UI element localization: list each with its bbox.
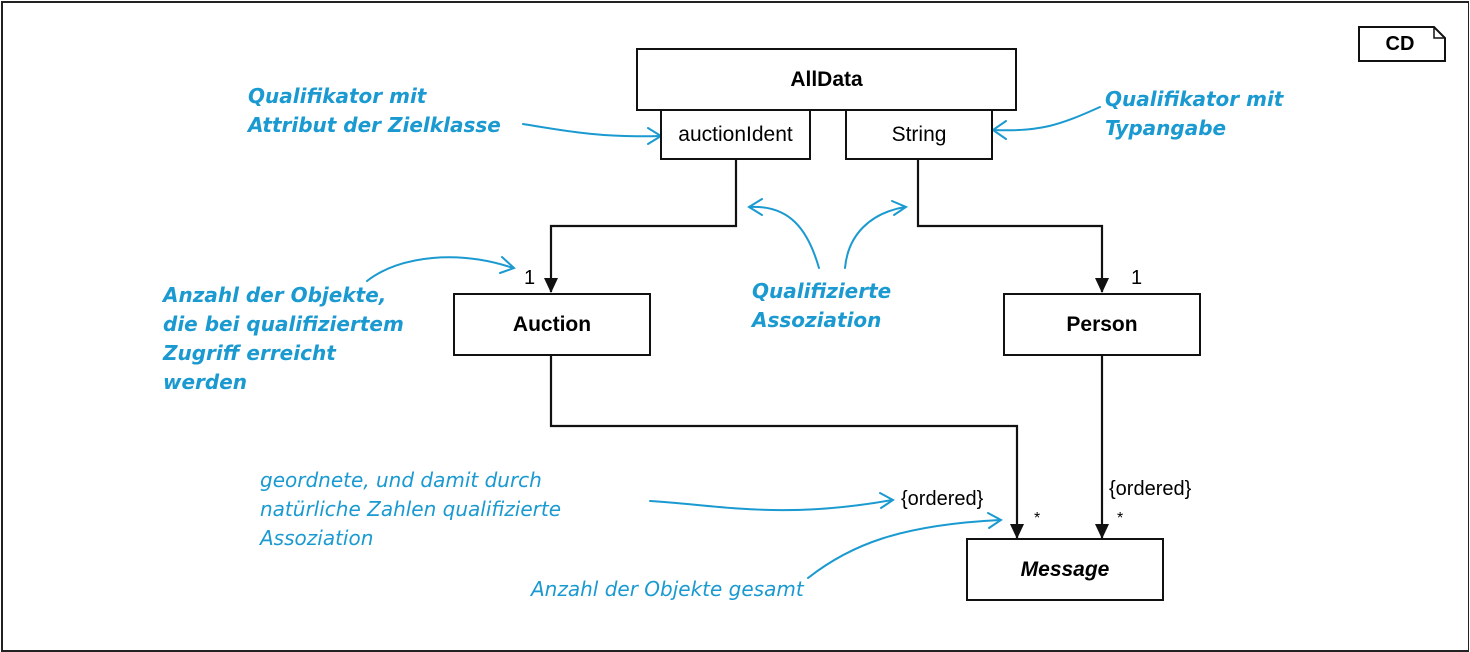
qualifier-label: String xyxy=(891,122,947,146)
association-string-person xyxy=(916,160,1104,292)
class-person: Person xyxy=(1003,293,1201,356)
class-name: Person xyxy=(1066,312,1138,336)
qualifier-auctionident: auctionIdent xyxy=(660,109,811,160)
pointer-qualified-right-head xyxy=(891,200,909,216)
annotation-qualifier-attribute: Qualifikator mit Attribut der Zielklasse xyxy=(248,84,501,137)
pointer-total-count xyxy=(807,519,1001,579)
multiplicity-message-person: * xyxy=(1117,510,1124,527)
arrowhead-person xyxy=(1095,278,1109,293)
association-auction-message xyxy=(549,356,1019,538)
pointer-qualified-left-head xyxy=(747,198,763,216)
qualifier-label: auctionIdent xyxy=(678,122,793,146)
class-message: Message xyxy=(966,538,1164,601)
pointer-qualifier-type-head xyxy=(991,120,1007,140)
diagram-type-label: CD xyxy=(1385,32,1415,55)
pointer-qualifier-attribute xyxy=(522,123,661,138)
class-auction: Auction xyxy=(453,293,651,356)
constraint-ordered-auction: {ordered} xyxy=(901,488,984,510)
pointer-ordered xyxy=(649,499,893,512)
constraint-ordered-person: {ordered} xyxy=(1109,478,1192,500)
class-name: AllData xyxy=(790,67,863,91)
qualifier-string: String xyxy=(845,109,993,160)
multiplicity-auction: 1 xyxy=(524,267,536,289)
pointer-qualifier-type xyxy=(993,106,1101,132)
multiplicity-message-auction: * xyxy=(1034,510,1041,527)
arrowhead-auction xyxy=(544,278,558,293)
arrowhead-message-left xyxy=(1010,524,1024,539)
arrowhead-message-right xyxy=(1095,524,1109,539)
association-auctionident-auction xyxy=(549,160,738,292)
annotation-object-count-qualified: Anzahl der Objekte, die bei qualifiziert… xyxy=(163,283,404,394)
annotation-qualified-association: Qualifizierte Assoziation xyxy=(752,279,892,332)
pointer-qualified-left xyxy=(749,205,820,269)
pointer-ordered-head xyxy=(879,492,895,509)
class-name: Message xyxy=(1020,557,1110,581)
pointer-qualified-right xyxy=(844,206,906,269)
multiplicity-person: 1 xyxy=(1131,267,1143,289)
class-name: Auction xyxy=(512,312,592,336)
pointer-total-count-head xyxy=(987,512,1003,529)
pointer-object-count-head xyxy=(499,256,516,274)
pointer-object-count xyxy=(366,256,514,282)
diagram-type-tag: CD xyxy=(1358,26,1446,62)
annotation-object-count-total: Anzahl der Objekte gesamt xyxy=(531,577,804,601)
annotation-qualifier-type: Qualifikator mit Typangabe xyxy=(1105,87,1284,140)
annotation-ordered-association: geordnete, und damit durch natürliche Za… xyxy=(260,468,562,550)
class-alldata: AllData xyxy=(636,48,1017,111)
